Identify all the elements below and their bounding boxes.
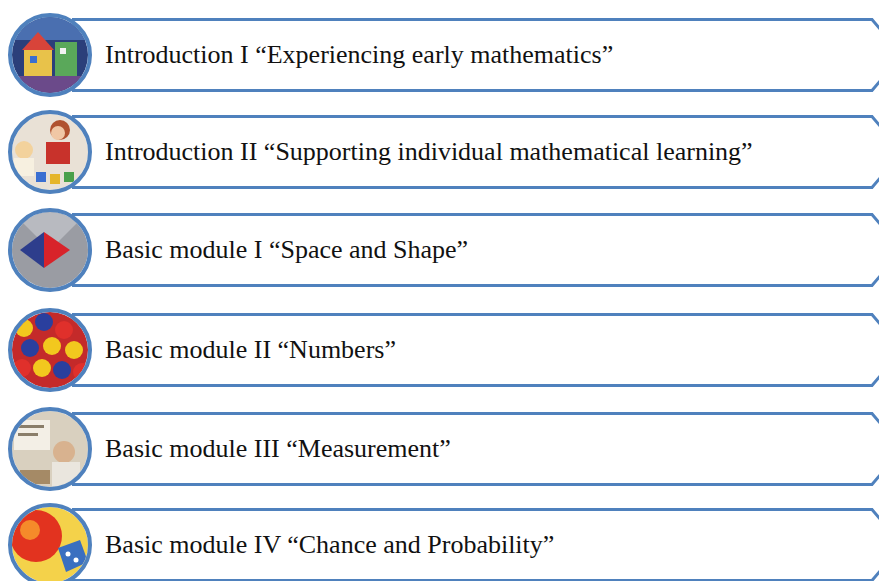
band-border <box>72 510 879 581</box>
module-title: Introduction II “Supporting individual m… <box>105 136 770 167</box>
house-picture <box>10 15 90 95</box>
dice-picture <box>10 505 90 581</box>
child-photo <box>10 112 90 192</box>
shape-picture <box>10 210 90 290</box>
band-border <box>72 414 879 485</box>
module-band: Basic module I “Space and Shape” <box>62 213 879 287</box>
band-border <box>72 315 879 386</box>
measuring-photo <box>10 409 90 489</box>
module-band: Basic module III “Measurement” <box>62 412 879 486</box>
module-band: Introduction II “Supporting individual m… <box>62 115 879 189</box>
module-band: Introduction I “Experiencing early mathe… <box>62 18 879 92</box>
band-border <box>72 215 879 286</box>
beads-picture <box>10 310 91 390</box>
module-title: Basic module III “Measurement” <box>105 433 770 464</box>
module-title: Basic module IV “Chance and Probability” <box>105 529 770 560</box>
band-border <box>72 20 879 91</box>
band-border <box>72 117 879 188</box>
module-title: Basic module I “Space and Shape” <box>105 234 770 265</box>
module-band: Basic module II “Numbers” <box>62 313 879 387</box>
module-title: Introduction I “Experiencing early mathe… <box>105 39 770 70</box>
icon-rings <box>10 15 90 581</box>
module-band: Basic module IV “Chance and Probability” <box>62 508 879 581</box>
module-title: Basic module II “Numbers” <box>105 334 770 365</box>
